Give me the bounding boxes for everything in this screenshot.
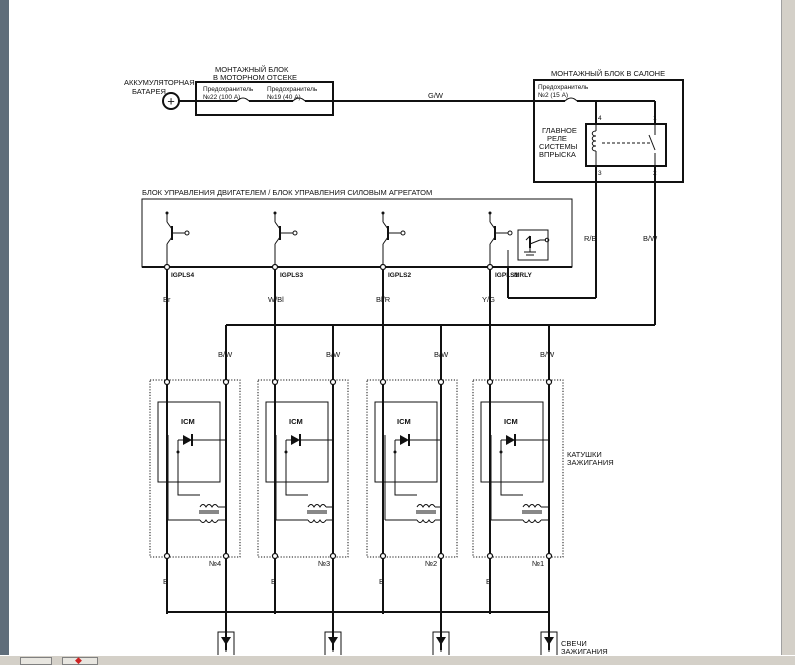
battery-symbol: + <box>162 92 180 110</box>
fuse2-symbol <box>564 97 578 102</box>
fuse22-label-line1: Предохранитель <box>203 86 254 93</box>
spark-plugs <box>217 631 558 663</box>
wire-bw-relay-label: B/W <box>643 234 658 243</box>
ecm-terminal-igpls1: IGPLS1 <box>495 272 519 279</box>
plugs-label-line2: ЗАЖИГАНИЯ <box>561 647 608 656</box>
ignition-coils <box>149 263 564 650</box>
fuse22-symbol <box>236 97 250 102</box>
fuse22-label-line2: №22 (100 А) <box>203 94 240 101</box>
relay-label-line4: ВПРЫСКА <box>539 150 576 159</box>
engine-block-title-line1: МОНТАЖНЫЙ БЛОК <box>215 65 289 74</box>
wire-yg-label: Y/G <box>482 295 495 304</box>
relay-coil-icon <box>591 130 597 152</box>
ecm-terminal-igpls4: IGPLS4 <box>171 272 195 279</box>
icm-label-1: ICM <box>504 417 518 426</box>
plugs-label-line1: СВЕЧИ <box>561 639 587 648</box>
ecm-terminal-mrly: MRLY <box>514 272 532 279</box>
ground-wire-label-3: B <box>271 577 276 586</box>
ecm-terminal-igpls2: IGPLS2 <box>388 272 412 279</box>
coil-number-4: №4 <box>209 559 221 568</box>
relay-label-line1: ГЛАВНОЕ <box>542 126 577 135</box>
ignition-coil-3 <box>257 263 349 650</box>
engine-block-title-line2: В МОТОРНОМ ОТСЕКЕ <box>213 73 297 82</box>
mrly-driver-icon <box>507 229 550 267</box>
wire-gw-label: G/W <box>428 91 444 100</box>
driver-transistor-icon <box>165 211 190 267</box>
ignition-coil-2 <box>366 263 458 650</box>
battery-plus-sign: + <box>167 94 175 109</box>
ecm-driver-transistors <box>165 211 550 267</box>
fuse2-label-line2: №2 (15 А) <box>538 92 568 99</box>
driver-transistor-icon <box>488 211 513 267</box>
ground-wire-label-1: B <box>486 577 491 586</box>
ecm-terminal-igpls3: IGPLS3 <box>280 272 304 279</box>
icm-label-3: ICM <box>289 417 303 426</box>
coil-number-3: №3 <box>318 559 330 568</box>
app-icon: ◆ <box>75 655 82 665</box>
icm-label-4: ICM <box>181 417 195 426</box>
ignition-coil-4 <box>149 263 241 650</box>
power-wire-label-1: B/W <box>540 350 555 359</box>
cabin-fuse-box <box>533 79 684 183</box>
ecm-title: БЛОК УПРАВЛЕНИЯ ДВИГАТЕЛЕМ / БЛОК УПРАВЛ… <box>142 188 432 197</box>
coil-number-2: №2 <box>425 559 437 568</box>
coils-label-line2: ЗАЖИГАНИЯ <box>567 458 614 467</box>
vertical-scrollbar[interactable] <box>781 0 795 655</box>
driver-transistor-icon <box>273 211 298 267</box>
ignition-coil-1 <box>472 263 564 650</box>
battery-label-line2: БАТАРЕЯ <box>132 87 166 96</box>
fuse19-symbol <box>292 97 306 102</box>
main-relay-box <box>585 123 667 167</box>
relay-label-line3: СИСТЕМЫ <box>539 142 578 151</box>
taskbar-app-button[interactable]: ◆ <box>62 655 98 665</box>
battery-label-line1: АККУМУЛЯТОРНАЯ <box>124 78 195 87</box>
relay-pin-1: 1 <box>653 115 657 122</box>
wire-wbl-label: W/Bl <box>268 295 284 304</box>
relay-pin-4: 4 <box>598 115 602 122</box>
wire-rb-label: R/B <box>584 234 597 243</box>
coils-label-line1: КАТУШКИ <box>567 450 602 459</box>
ground-wire-label-2: B <box>379 577 384 586</box>
fuse19-label-line2: №19 (40 А) <box>267 94 301 101</box>
cabin-block-title: МОНТАЖНЫЙ БЛОК В САЛОНЕ <box>551 69 665 78</box>
fuse19-label-line1: Предохранитель <box>267 86 318 93</box>
coil-number-1: №1 <box>532 559 544 568</box>
fuse2-label-line1: Предохранитель <box>538 84 589 91</box>
driver-transistor-icon <box>381 211 406 267</box>
engine-fuse-box <box>195 81 334 116</box>
taskbar: ◆ <box>0 655 795 665</box>
relay-label-line2: РЕЛЕ <box>547 134 567 143</box>
icm-label-2: ICM <box>397 417 411 426</box>
ground-wire-label-4: B <box>163 577 168 586</box>
window-left-edge <box>0 0 9 665</box>
taskbar-button[interactable] <box>20 657 52 665</box>
relay-pin-3: 3 <box>598 170 602 177</box>
